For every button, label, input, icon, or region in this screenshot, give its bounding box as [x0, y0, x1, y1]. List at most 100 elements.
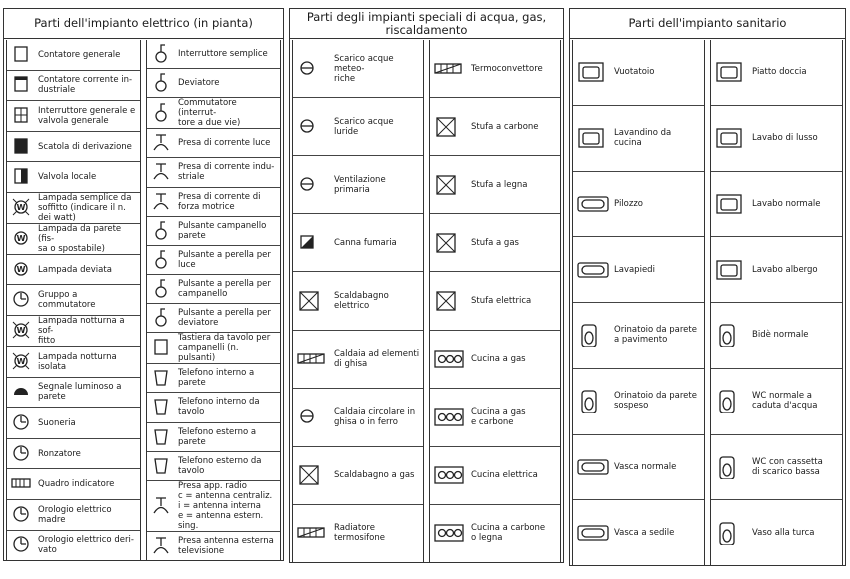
symbol-label: Scaldabagno elettrico: [334, 290, 389, 311]
simple-switch-icon: [155, 44, 167, 63]
industrial-meter-icon: [14, 76, 28, 93]
svg-text:W: W: [17, 203, 26, 212]
gas-cooker-icon: [434, 350, 464, 368]
symbol-label: Stufa elettrica: [471, 295, 532, 306]
symbol-label: Cucina a gas: [471, 354, 526, 365]
sewage-drain-icon: [300, 119, 314, 133]
symbol-label: Presa app. radio c = antenna centraliz. …: [178, 480, 273, 531]
symbol-label: WC con cassetta di scarico bassa: [752, 456, 823, 477]
symbol-row: Vasca a sedile: [573, 500, 704, 565]
flue-icon: [300, 235, 314, 249]
symbol-label: Telefono esterno da tavolo: [178, 455, 262, 476]
main-switch-icon: [14, 107, 28, 123]
symbol-row: Radiatore termosifone: [293, 505, 423, 562]
symbol-label: Pulsante a perella per campanello: [178, 279, 271, 300]
luxury-washbasin-icon: [716, 128, 742, 148]
symbol-row: Stufa a legna: [430, 156, 560, 215]
shower-tray-icon: [716, 62, 742, 83]
symbol-row: Quadro indicatore: [7, 469, 140, 500]
symbol-row: Presa antenna esterna televisione: [147, 532, 280, 560]
external-desk-phone-icon: [154, 458, 168, 474]
symbol-label: Pulsante a perella per luce: [178, 249, 271, 270]
panel-title: Parti dell'impianto elettrico (in pianta…: [4, 9, 283, 39]
symbol-row: Telefono interno da tavolo: [147, 393, 280, 423]
symbol-label: Interruttore generale e valvola generale: [38, 105, 136, 126]
junction-box-icon: [14, 137, 28, 154]
symbol-row: WC con cassetta di scarico bassa: [711, 435, 842, 501]
symbol-row: Scatola di derivazione: [7, 132, 140, 163]
gas-coal-cooker-icon: [434, 408, 464, 426]
squat-toilet-icon: [719, 521, 735, 545]
symbol-label: Deviatore: [178, 78, 220, 89]
radio-socket-icon: [153, 497, 169, 514]
gas-water-heater-icon: [299, 465, 319, 485]
foot-bath-icon: [577, 261, 609, 278]
symbol-row: Scaldabagno elettrico: [293, 272, 423, 331]
wc-icon: [719, 390, 735, 414]
symbol-label: Lampada semplice da soffitto (indicare i…: [38, 192, 132, 223]
master-clock-icon: [13, 506, 29, 522]
symbol-row: Interruttore semplice: [147, 40, 280, 70]
special-systems-panel: Parti degli impianti speciali di acqua, …: [289, 8, 564, 563]
symbol-label: Suoneria: [38, 417, 76, 428]
pear-button-light-icon: [155, 250, 167, 269]
kitchen-sink-icon: [578, 128, 604, 148]
symbol-label: Lavabo albergo: [752, 264, 818, 275]
symbol-row: Commutatore (interrut- tore a due vie): [147, 98, 280, 130]
symbol-row: Suoneria: [7, 408, 140, 439]
symbol-label: Orologio elettrico madre: [38, 504, 112, 525]
electric-cooker-icon: [434, 466, 464, 484]
symbol-label: Pulsante a perella per deviatore: [178, 308, 271, 329]
hotel-washbasin-icon: [716, 259, 742, 280]
symbol-row: Contatore corrente in- dustriale: [7, 71, 140, 102]
commutator-group-icon: [13, 291, 29, 307]
internal-desk-phone-icon: [154, 399, 168, 416]
symbol-label: Caldaia ad elementi di ghisa: [334, 349, 420, 370]
symbol-row: Caldaia ad elementi di ghisa: [293, 331, 423, 389]
deviated-lamp-icon: W: [14, 262, 28, 276]
wc-cistern-icon: [719, 456, 735, 479]
symbol-label: Contatore corrente in- dustriale: [38, 75, 133, 96]
bell-icon: [13, 414, 29, 430]
symbol-label: Vuotatoio: [614, 67, 655, 78]
symbol-row: Interruttore generale e valvola generale: [7, 101, 140, 132]
symbol-label: Lampada notturna a sof- fitto: [38, 316, 125, 347]
convector-icon: [434, 62, 462, 74]
symbol-row: Cucina a gas e carbone: [430, 389, 560, 447]
symbol-label: Telefono interno a parete: [178, 368, 255, 389]
symbol-label: Caldaia circolare in ghisa o in ferro: [334, 407, 416, 428]
symbol-label: WC normale a caduta d'acqua: [752, 391, 818, 412]
symbol-label: Orinatoio da parete a pavimento: [614, 325, 697, 346]
symbol-row: Termoconvettore: [430, 40, 560, 99]
electric-stove-icon: [436, 291, 456, 311]
tv-antenna-socket-icon: [153, 537, 169, 554]
symbol-row: Contatore generale: [7, 40, 140, 71]
symbol-row: Ventilazione primaria: [293, 156, 423, 215]
symbol-row: Bidè normale: [711, 303, 842, 369]
symbol-label: Lampada deviata: [38, 264, 112, 275]
table-keypad-icon: [154, 339, 168, 355]
symbol-label: Ventilazione primaria: [334, 174, 386, 195]
rainwater-drain-icon: [300, 60, 314, 75]
symbol-row: Vasca normale: [573, 435, 704, 501]
symbol-label: Lavapiedi: [614, 264, 655, 275]
wall-light-signal-icon: [14, 388, 28, 396]
symbol-row: Cucina a gas: [430, 331, 560, 389]
electrical-panel: Parti dell'impianto elettrico (in pianta…: [3, 8, 284, 561]
symbol-label: Quadro indicatore: [38, 479, 115, 490]
symbol-label: Bidè normale: [752, 330, 809, 341]
coal-stove-icon: [436, 117, 456, 137]
local-fuse-icon: [14, 168, 28, 184]
power-socket-icon: [153, 192, 169, 209]
radiator-icon: [297, 527, 325, 539]
slave-clock-icon: [13, 536, 29, 552]
symbol-label: Termoconvettore: [471, 63, 543, 74]
panel-title: Parti dell'impianto sanitario: [570, 9, 845, 39]
symbol-row: Vuotatoio: [573, 40, 704, 106]
symbol-row: Orinatoio da parete a pavimento: [573, 303, 704, 369]
wall-urinal-icon: [581, 390, 597, 414]
symbol-label: Ronzatore: [38, 448, 81, 459]
